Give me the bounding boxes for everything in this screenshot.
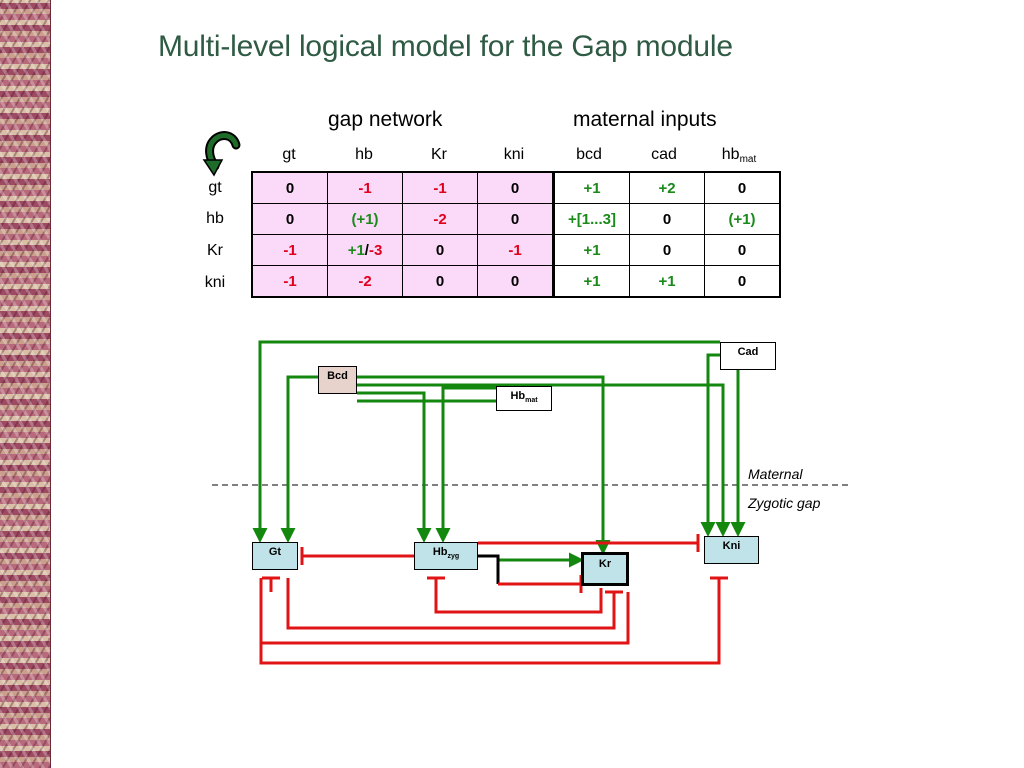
column-header: hbmat [721,146,757,165]
matrix-cell: -1 [251,234,328,266]
node-cad: Cad [720,342,776,370]
edge-cad-kni-outer [700,353,720,537]
row-header: hb [206,210,224,227]
matrix-cell: +1 [552,265,630,298]
matrix-cell: 0 [477,203,554,235]
maternal-layer-label: Maternal [748,466,803,482]
edge-kni-kr [259,578,630,645]
matrix-cell: 0 [477,171,554,204]
column-header: hb [355,146,373,163]
edge-bcd-gt [280,375,318,543]
matrix-cell: -1 [327,171,403,204]
edge-cad-gt [252,340,720,543]
matrix-cell: +1 [552,171,630,204]
node-hb-zyg: Hbzyg [414,542,478,570]
edge-hbmat-hbzyg [357,386,500,540]
node-hb-mat: Hbmat [496,386,552,411]
matrix-cell: 0 [629,203,705,235]
column-header: kni [503,146,525,163]
matrix-cell: +1 [552,234,630,266]
matrix-cell: 0 [402,265,478,298]
matrix-cell: (+1) [704,203,781,235]
matrix-cell: -2 [327,265,403,298]
column-header: Kr [431,146,447,163]
edge-bcd-kni [357,383,731,537]
matrix-cell: 0 [477,265,554,298]
node-kr: Kr [581,552,629,586]
column-header: bcd [576,146,602,163]
matrix-cell: -2 [402,203,478,235]
edge-kni-gt [259,578,721,665]
edge-gt-kr [286,578,616,630]
zygotic-layer-label: Zygotic gap [748,495,821,511]
matrix-cell: 0 [629,234,705,266]
edge-hbzyg-kr-branch [478,554,500,584]
row-header: gt [208,179,222,196]
matrix-cell: +1 [629,265,705,298]
decorative-side-strip [0,0,51,768]
matrix-cell: -1 [251,265,328,298]
matrix-cell: (+1) [327,203,403,235]
row-header: kni [204,274,226,291]
matrix-cell: +[1...3] [552,203,630,235]
edge-bcd-kr [357,375,611,555]
node-bcd: Bcd [318,366,357,394]
matrix-cell: -1 [402,171,478,204]
matrix-cell: 0 [402,234,478,266]
node-gt: Gt [252,542,298,570]
edge-bcd-hbzyg [357,391,432,543]
matrix-cell: +1/-3 [327,234,403,266]
node-kni: Kni [704,536,759,564]
edge-kr-hbzyg [434,578,603,614]
matrix-cell: 0 [251,171,328,204]
activation-edges [252,340,746,568]
matrix-cell: 0 [704,265,781,298]
gap-network-label: gap network [328,108,443,131]
slide-title: Multi-level logical model for the Gap mo… [158,30,733,63]
self-loop-arrow-icon [202,131,241,177]
row-header: Kr [207,242,223,259]
maternal-inputs-label: maternal inputs [573,108,717,131]
column-header: cad [651,146,677,163]
column-header: gt [282,146,296,163]
matrix-cell: 0 [251,203,328,235]
matrix-cell: 0 [704,234,781,266]
inhibition-edges [259,534,728,665]
